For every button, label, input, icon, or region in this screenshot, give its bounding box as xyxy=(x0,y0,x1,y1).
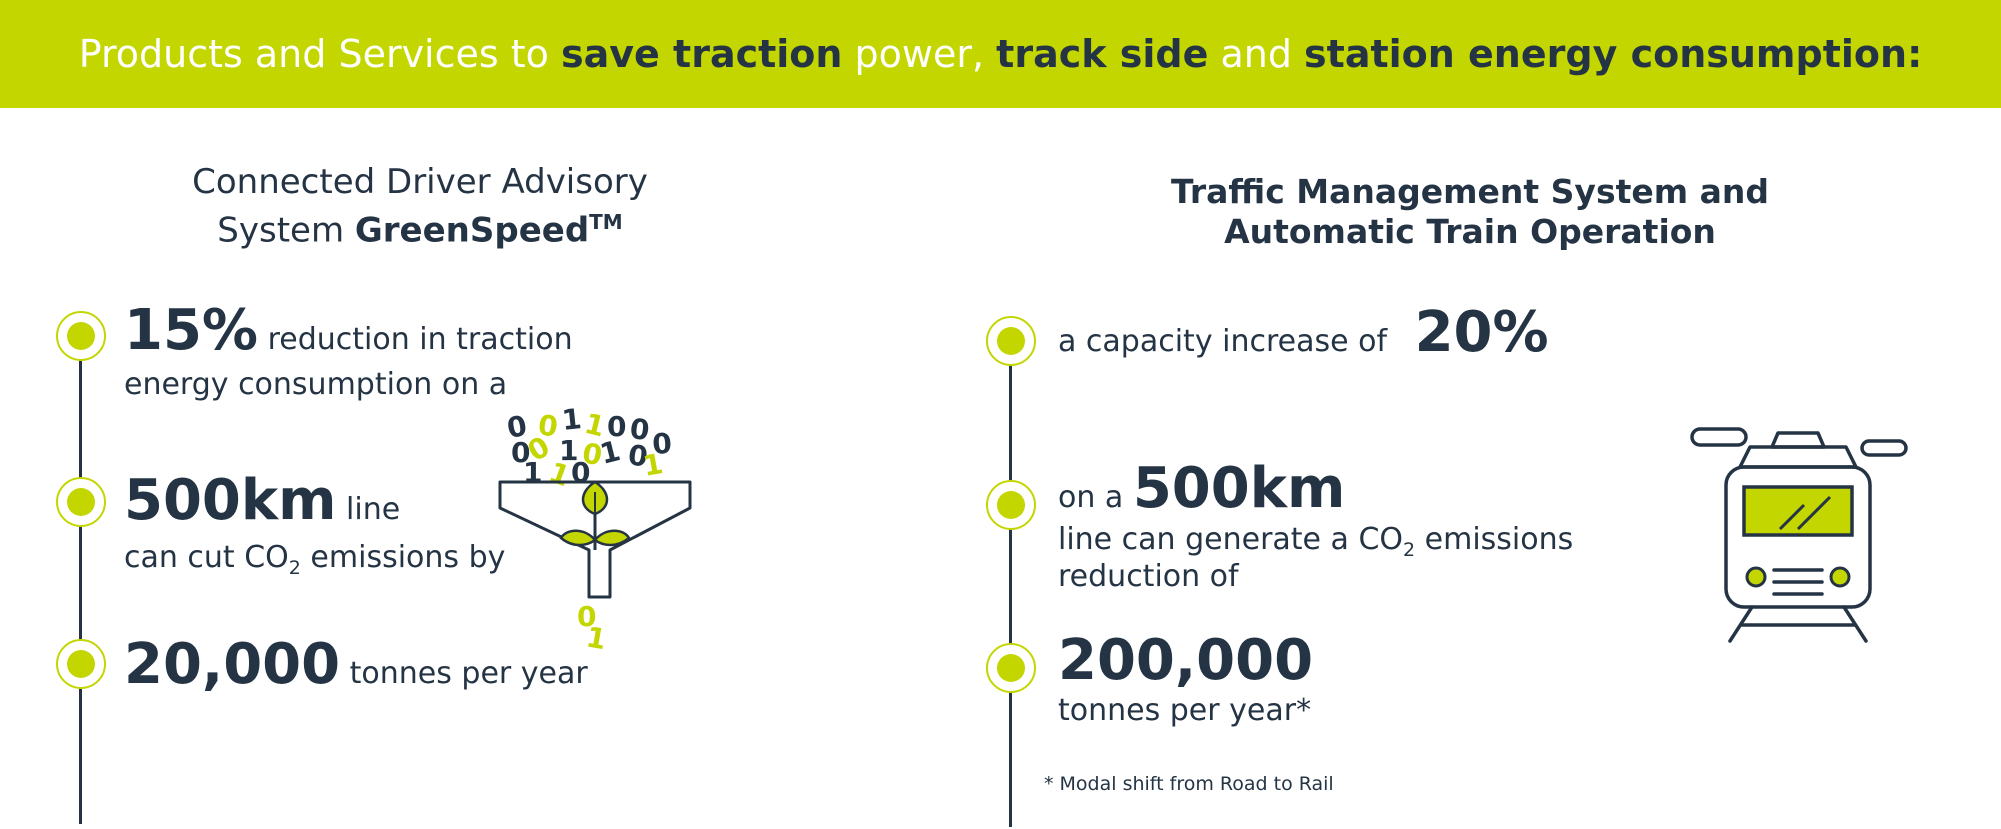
binary-digit: 0 xyxy=(536,408,560,443)
right-title-line-1: Traffic Management System and xyxy=(1170,172,1769,211)
binary-digit: 0 xyxy=(626,438,650,473)
right-item-2: on a 500km xyxy=(1058,456,1345,521)
left-title-product: GreenSpeed xyxy=(354,210,590,251)
right-item-2-line-2: line can generate a CO2 emissions xyxy=(1058,522,1573,561)
binary-digit: 0 xyxy=(577,600,596,633)
left-item-3: 20,000 tonnes per year xyxy=(124,632,588,697)
stat-value: 500km xyxy=(124,468,337,533)
left-item-2-line-2: can cut CO2 emissions by xyxy=(124,540,505,579)
trademark-mark: TM xyxy=(589,210,623,234)
binary-digit: 1 xyxy=(559,434,578,467)
timeline-dot-icon xyxy=(56,311,106,361)
header-banner: Products and Services to save traction p… xyxy=(0,0,2001,108)
left-item-2: 500km line xyxy=(124,468,400,533)
right-item-2-line-3: reduction of xyxy=(1058,559,1239,594)
co2-text: line can generate a CO xyxy=(1058,522,1404,557)
left-title-line-2: System GreenSpeedTM xyxy=(150,202,690,250)
stat-value: 500km xyxy=(1132,456,1346,521)
right-item-3-line-2: tonnes per year* xyxy=(1058,693,1312,728)
stat-text: reduction in traction xyxy=(267,322,573,357)
stat-text: a capacity increase of xyxy=(1058,324,1388,359)
right-item-1: a capacity increase of 20% xyxy=(1058,300,1549,365)
stat-text: on a xyxy=(1058,480,1124,515)
right-column-title: Traffic Management System and Automatic … xyxy=(1140,172,1800,252)
left-timeline-line xyxy=(79,336,82,824)
right-title-line-2: Automatic Train Operation xyxy=(1224,212,1716,251)
binary-digit: 0 xyxy=(511,436,530,469)
left-item-1-line-2: energy consumption on a xyxy=(124,367,508,402)
timeline-dot-icon xyxy=(56,477,106,527)
binary-digit: 0 xyxy=(628,412,651,447)
banner-bold-1: save traction xyxy=(561,32,843,76)
footnote: * Modal shift from Road to Rail xyxy=(1044,773,1334,795)
train-front-icon xyxy=(1690,427,1908,643)
co2-text: can cut CO xyxy=(124,540,289,575)
banner-bold-2: track side xyxy=(996,32,1209,76)
left-column-title: Connected Driver Advisory System GreenSp… xyxy=(150,162,690,250)
binary-digit: 1 xyxy=(560,402,583,437)
banner-text-2: power, xyxy=(842,32,997,76)
binary-digit: 0 xyxy=(571,456,590,489)
left-title-line-1: Connected Driver Advisory xyxy=(192,162,648,202)
stat-value: 15% xyxy=(124,298,259,363)
right-timeline-line xyxy=(1009,340,1012,827)
stat-value: 20,000 xyxy=(124,632,341,697)
stat-text: line xyxy=(346,492,401,527)
binary-digit: 0 xyxy=(651,427,673,461)
timeline-dot-icon xyxy=(986,316,1036,366)
stat-text: tonnes per year xyxy=(349,656,588,691)
co2-subscript: 2 xyxy=(1403,539,1416,561)
timeline-dot-icon xyxy=(986,643,1036,693)
binary-digit: 0 xyxy=(607,410,626,443)
stat-value: 20% xyxy=(1414,300,1549,365)
binary-digit: 1 xyxy=(523,456,542,489)
co2-text-post: emissions by xyxy=(300,540,506,575)
co2-text-post: emissions xyxy=(1415,522,1574,557)
banner-text-3: and xyxy=(1208,32,1305,76)
left-title-prefix: System xyxy=(217,210,355,251)
co2-subscript: 2 xyxy=(288,557,301,579)
timeline-dot-icon xyxy=(986,480,1036,530)
left-item-1: 15% reduction in traction xyxy=(124,298,573,363)
stat-value: 200,000 xyxy=(1058,628,1314,693)
right-item-3: 200,000 xyxy=(1058,628,1313,693)
timeline-dot-icon xyxy=(56,639,106,689)
banner-text-1: Products and Services to xyxy=(78,32,561,76)
banner-bold-3: station energy consumption: xyxy=(1304,32,1923,76)
